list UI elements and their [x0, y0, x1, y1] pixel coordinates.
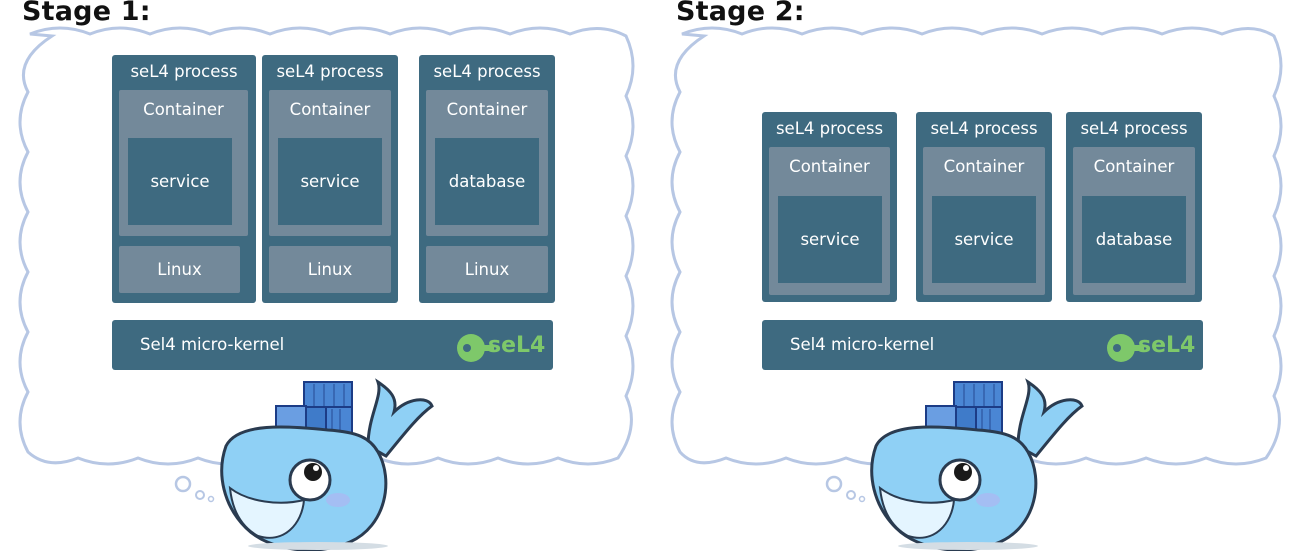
process-label: seL4 process	[276, 62, 384, 81]
container-label: Container	[943, 157, 1025, 176]
container-label: Container	[446, 100, 528, 119]
database-box: database	[1082, 196, 1186, 283]
container-box: Container database	[426, 90, 548, 236]
process-label: seL4 process	[1080, 119, 1188, 138]
container-label: Container	[289, 100, 371, 119]
sel4-process-1: seL4 process Container service	[762, 112, 897, 302]
logo-text: seL4	[1138, 333, 1195, 358]
container-label: Container	[143, 100, 224, 119]
sel4-process-1: seL4 process Container service Linux	[112, 55, 256, 303]
sel4-kernel-bar: Sel4 micro-kernel seL4	[762, 320, 1203, 370]
stage-2-title: Stage 2:	[676, 0, 805, 27]
kernel-label: Sel4 micro-kernel	[140, 335, 285, 354]
container-label: Container	[789, 157, 870, 176]
container-box: Container service	[269, 90, 391, 236]
sel4-key-logo-icon: seL4	[1107, 333, 1195, 362]
service-box: service	[278, 138, 382, 225]
process-label: seL4 process	[930, 119, 1038, 138]
container-label: Container	[1093, 157, 1175, 176]
sel4-process-3: seL4 process Container database	[1066, 112, 1202, 302]
sel4-kernel-bar: Sel4 micro-kernel seL4	[112, 320, 553, 370]
linux-box: Linux	[426, 246, 548, 293]
logo-text: seL4	[488, 333, 545, 358]
linux-box: Linux	[269, 246, 391, 293]
linux-box: Linux	[119, 246, 240, 293]
container-box: Container service	[119, 90, 248, 236]
docker-whale-mascot-icon	[220, 378, 434, 551]
stage-1-title: Stage 1:	[22, 0, 151, 27]
process-label: seL4 process	[130, 62, 238, 81]
service-box: service	[128, 138, 232, 225]
sel4-process-2: seL4 process Container service	[916, 112, 1052, 302]
database-box: database	[435, 138, 539, 225]
container-box: Container service	[923, 147, 1045, 295]
process-label: seL4 process	[433, 62, 541, 81]
kernel-label: Sel4 micro-kernel	[790, 335, 935, 354]
process-label: seL4 process	[775, 119, 884, 138]
docker-whale-mascot-icon	[870, 378, 1084, 551]
service-box: service	[932, 196, 1036, 283]
service-box: service	[778, 196, 882, 283]
sel4-key-logo-icon: seL4	[457, 333, 545, 362]
sel4-process-3: seL4 process Container database Linux	[419, 55, 555, 303]
sel4-process-2: seL4 process Container service Linux	[262, 55, 398, 303]
container-box: Container service	[769, 147, 890, 295]
container-box: Container database	[1073, 147, 1195, 295]
